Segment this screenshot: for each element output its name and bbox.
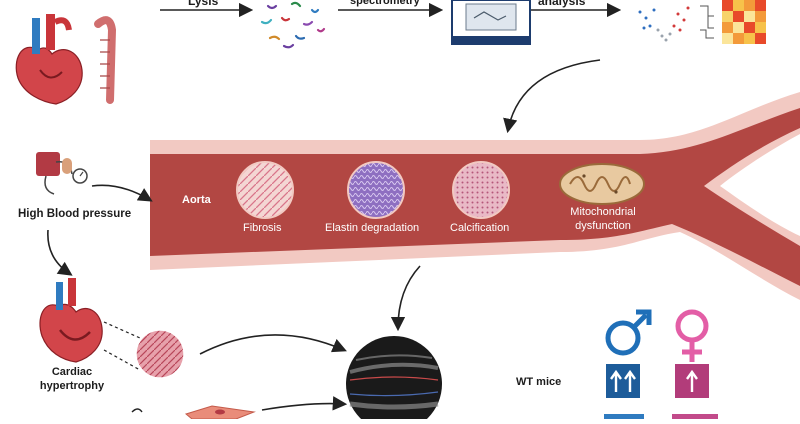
arrow-cell-to-ultrasound: [261, 396, 348, 411]
fibrosis-histology-image: [236, 161, 294, 219]
cardiomyocyte-icon: [184, 405, 256, 420]
elastin-label: Elastin degradation: [325, 222, 420, 234]
arrow-hypertrophy-to-ultrasound: [199, 334, 347, 355]
female-symbol-icon: [675, 309, 709, 362]
elastin-histology-image: [347, 161, 405, 219]
arrow-bp-to-heart: [47, 229, 73, 276]
step-lysis-label: Lysis: [188, 0, 219, 8]
arrow-aorta-to-ultrasound: [390, 265, 421, 332]
ultrasound-image: [346, 336, 442, 424]
male-next-badge: [604, 414, 644, 419]
cardiac-label-line2: hypertrophy: [39, 380, 105, 392]
arrow-bp-to-aorta: [91, 184, 153, 202]
mito-label-line2: dysfunction: [575, 220, 631, 232]
male-double-arrow-badge: [606, 364, 640, 398]
arrow-analysis-to-aorta: [503, 59, 601, 134]
high-bp-label: High Blood pressure: [18, 208, 132, 220]
step-analysis-label: analysis: [538, 0, 586, 8]
heatmap-icon: [700, 0, 766, 44]
female-arrow-badge: [675, 364, 709, 398]
mito-label-line1: Mitochondrial: [570, 206, 636, 218]
hypertrophy-histology-image: [135, 329, 185, 379]
heart-icon: [15, 14, 83, 105]
aorta-segment-icon: [94, 16, 117, 104]
hypertrophic-heart-icon: [39, 278, 103, 363]
mitochondrion-icon: [559, 163, 645, 205]
step-mass-spec-label: spectrometry: [350, 0, 420, 7]
wt-mice-label: WT mice: [516, 376, 562, 388]
calcification-label: Calcification: [450, 222, 510, 234]
mass-spectrometer-icon: [451, 0, 531, 45]
female-next-badge: [672, 414, 718, 419]
volcano-plot-icon: [638, 6, 690, 42]
partial-arrow-icon: [131, 408, 143, 413]
aorta-label: Aorta: [182, 194, 211, 206]
male-symbol-icon: [605, 309, 652, 356]
cardiac-label-line1: Cardiac: [51, 366, 93, 378]
zoom-lines: [103, 321, 141, 371]
blood-pressure-monitor-icon: [36, 152, 88, 195]
peptide-fragments-icon: [260, 1, 326, 49]
fibrosis-label: Fibrosis: [243, 222, 282, 234]
calcification-histology-image: [452, 161, 510, 219]
